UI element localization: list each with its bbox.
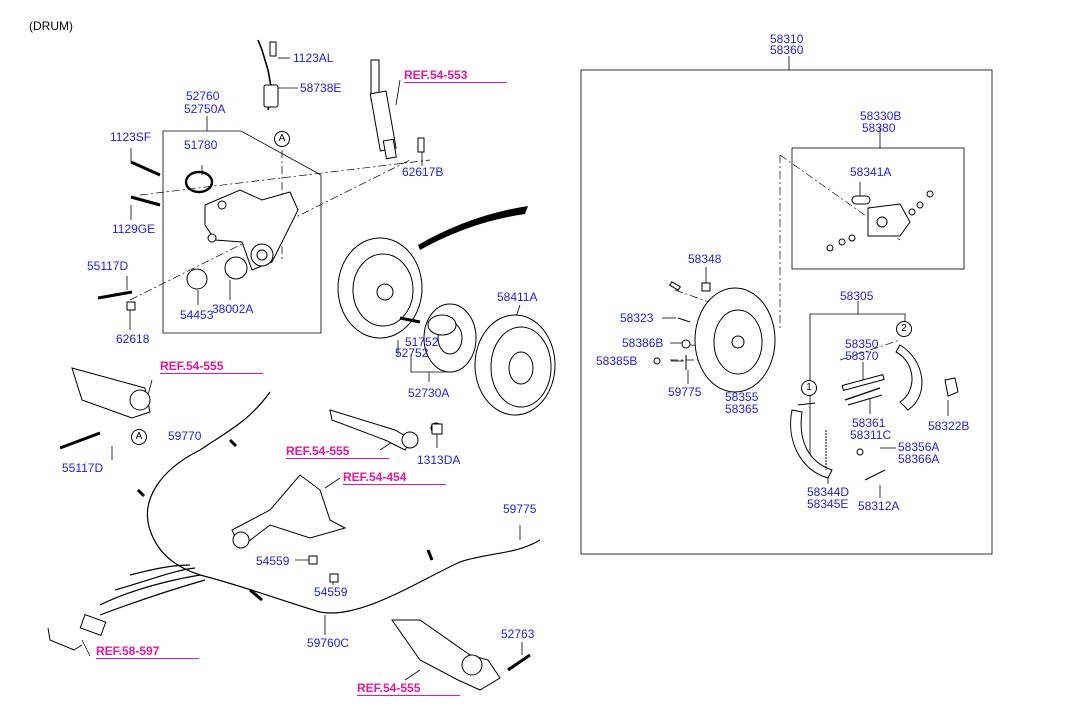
diagram-title: (DRUM) — [29, 19, 73, 33]
part-52750A[interactable]: 52750A — [184, 102, 226, 116]
part-52763[interactable]: 52763 — [501, 627, 535, 641]
marker-2: 2 — [896, 321, 912, 337]
part-55117D-lower[interactable]: 55117D — [62, 461, 104, 475]
part-55117D-upper[interactable]: 55117D — [87, 259, 129, 273]
part-54559-lower[interactable]: 54559 — [314, 585, 348, 599]
part-58738E[interactable]: 58738E — [300, 81, 342, 95]
part-51752[interactable]: 51752 — [405, 335, 439, 349]
part-58310[interactable]: 58310 — [770, 32, 804, 46]
brake-assembly-frame — [580, 69, 993, 555]
part-52752[interactable]: 52752 — [395, 346, 429, 360]
marker-1: 1 — [801, 380, 817, 396]
part-59770[interactable]: 59770 — [168, 429, 202, 443]
part-1313DA[interactable]: 1313DA — [417, 453, 461, 467]
part-62617B[interactable]: 62617B — [402, 165, 444, 179]
ref-54-555-middle[interactable]: REF.54-555 — [286, 445, 390, 459]
part-58385B[interactable]: 58385B — [596, 354, 638, 368]
part-58366A[interactable]: 58366A — [898, 452, 940, 466]
marker-a-upper: A — [274, 131, 290, 147]
ref-54-553[interactable]: REF.54-553 — [404, 69, 508, 83]
part-38002A[interactable]: 38002A — [212, 302, 254, 316]
part-58360[interactable]: 58360 — [770, 43, 804, 57]
part-1123AL[interactable]: 1123AL — [293, 51, 334, 65]
knuckle-group-frame — [162, 130, 322, 334]
part-58344D[interactable]: 58344D — [807, 485, 850, 499]
part-51780[interactable]: 51780 — [184, 138, 218, 152]
part-58370[interactable]: 58370 — [845, 349, 879, 363]
part-58323[interactable]: 58323 — [620, 311, 654, 325]
ref-54-454[interactable]: REF.54-454 — [343, 471, 447, 485]
part-52760[interactable]: 52760 — [186, 89, 220, 103]
part-58380[interactable]: 58380 — [862, 121, 896, 135]
part-58365[interactable]: 58365 — [725, 402, 759, 416]
part-58350[interactable]: 58350 — [845, 337, 879, 351]
part-58322B[interactable]: 58322B — [928, 419, 970, 433]
part-59760C[interactable]: 59760C — [307, 636, 350, 650]
part-58341A[interactable]: 58341A — [850, 165, 892, 179]
part-58361[interactable]: 58361 — [852, 416, 886, 430]
part-52730A[interactable]: 52730A — [408, 386, 450, 400]
part-58305[interactable]: 58305 — [840, 289, 874, 303]
part-54559-upper[interactable]: 54559 — [256, 554, 290, 568]
part-1123SF[interactable]: 1123SF — [110, 130, 152, 144]
part-1129GE[interactable]: 1129GE — [112, 222, 156, 236]
part-62618[interactable]: 62618 — [116, 332, 150, 346]
wheel-cylinder-frame — [791, 147, 965, 270]
part-58348[interactable]: 58348 — [688, 252, 722, 266]
ref-54-555-lower[interactable]: REF.54-555 — [357, 682, 461, 696]
part-54453[interactable]: 54453 — [180, 308, 214, 322]
part-58311C[interactable]: 58311C — [850, 428, 892, 442]
part-58411A[interactable]: 58411A — [497, 290, 538, 304]
part-58386B[interactable]: 58386B — [622, 336, 664, 350]
part-59775-cable[interactable]: 59775 — [503, 502, 537, 516]
part-58355[interactable]: 58355 — [725, 390, 759, 404]
part-58356A[interactable]: 58356A — [898, 440, 940, 454]
part-59775-brake[interactable]: 59775 — [668, 385, 702, 399]
part-58312A[interactable]: 58312A — [858, 499, 900, 513]
part-58345E[interactable]: 58345E — [807, 497, 849, 511]
marker-a-lower: A — [131, 429, 147, 445]
ref-54-555-upper[interactable]: REF.54-555 — [160, 360, 264, 374]
ref-58-597[interactable]: REF.58-597 — [96, 645, 200, 659]
part-58330B[interactable]: 58330B — [860, 109, 902, 123]
